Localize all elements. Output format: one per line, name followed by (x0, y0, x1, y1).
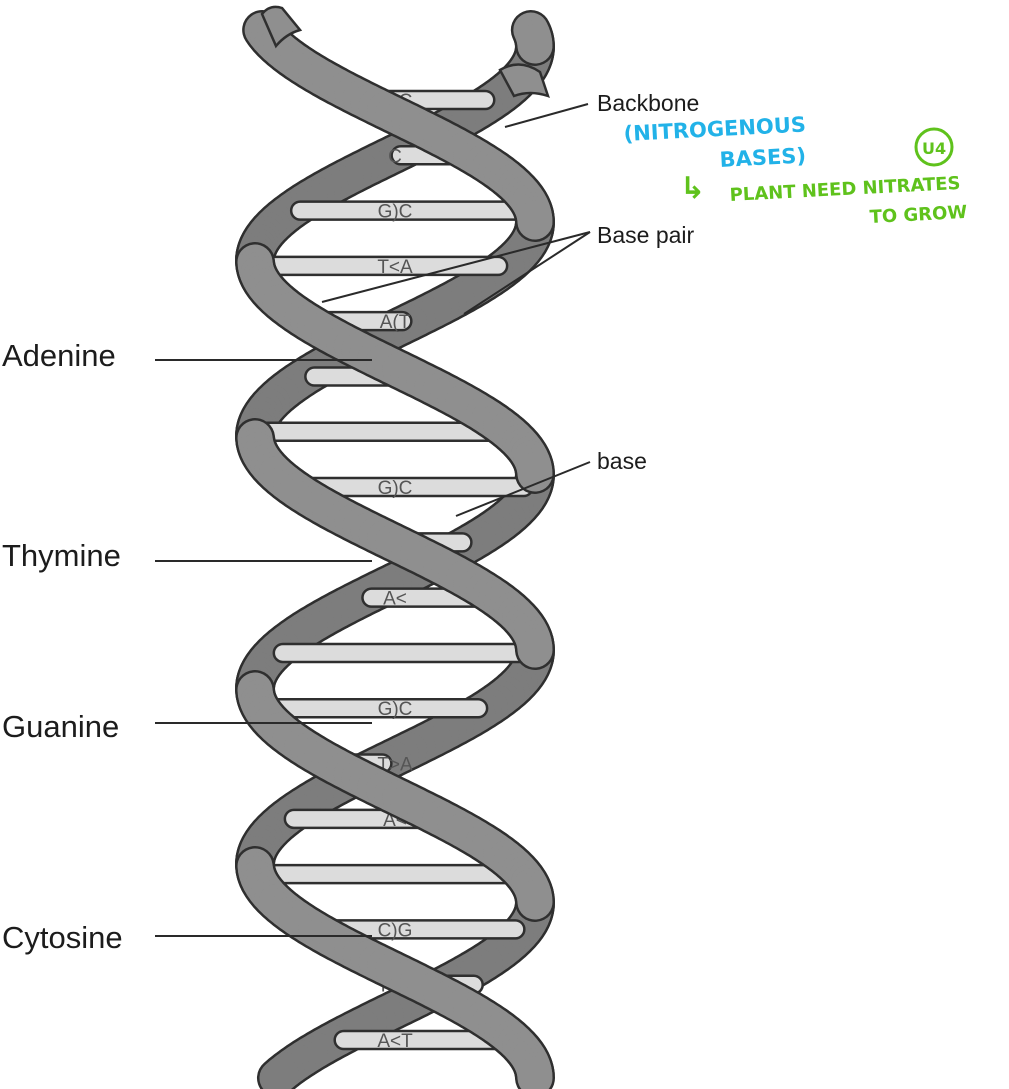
base-leader-line (455, 461, 591, 517)
base-pair-letters: G)C (378, 202, 413, 223)
base-pair-rung (255, 863, 525, 885)
base-pair (255, 863, 525, 885)
base-pair: C)G (313, 919, 526, 941)
base-pair-letters: A(T (380, 312, 411, 333)
base-pair-letters: C)G (378, 920, 413, 941)
label-thymine: Thymine (2, 538, 121, 573)
label-base-pair: Base pair (597, 222, 695, 248)
base-pair-leader-line-1 (321, 231, 591, 303)
base-pair-rung (259, 697, 489, 719)
backbone-top-end-right (498, 63, 550, 98)
label-guanine: Guanine (2, 709, 119, 744)
base-pair: T<A (254, 255, 509, 278)
note-badge-circle (914, 127, 954, 167)
label-adenine: Adenine (2, 338, 116, 373)
label-cytosine: Cytosine (2, 920, 123, 955)
backbone-strand-b-segment (259, 1056, 300, 1089)
note-badge: U4 (922, 139, 946, 158)
note-bases: BASES) (719, 144, 807, 172)
base-pair-letters: G)C (378, 478, 413, 499)
base-pair-letters: C (388, 146, 402, 167)
base-pair-leader-line-2 (463, 231, 591, 315)
label-backbone: Backbone (597, 90, 699, 116)
label-base: base (597, 448, 647, 474)
note-arrow-icon: ↳ (680, 171, 705, 206)
base-pair-letters: A<T (377, 1031, 413, 1052)
base-pair (272, 642, 537, 664)
note-nitrogenous: (NITROGENOUS (623, 112, 807, 146)
backbone-top-end (260, 5, 303, 49)
base-pair-rung (272, 642, 537, 664)
base-pair-letters: G)C (378, 699, 413, 720)
note-to-grow: TO GROW (869, 202, 968, 228)
backbone-front-strand (235, 10, 555, 1089)
base-pair: G)C (289, 200, 535, 223)
base-pair-letters: A< (383, 589, 407, 610)
base-pair-letters: T<A (377, 257, 413, 278)
backbone-leader-line (504, 103, 589, 128)
note-plant-nitrates: PLANT NEED NITRATES (729, 173, 961, 206)
